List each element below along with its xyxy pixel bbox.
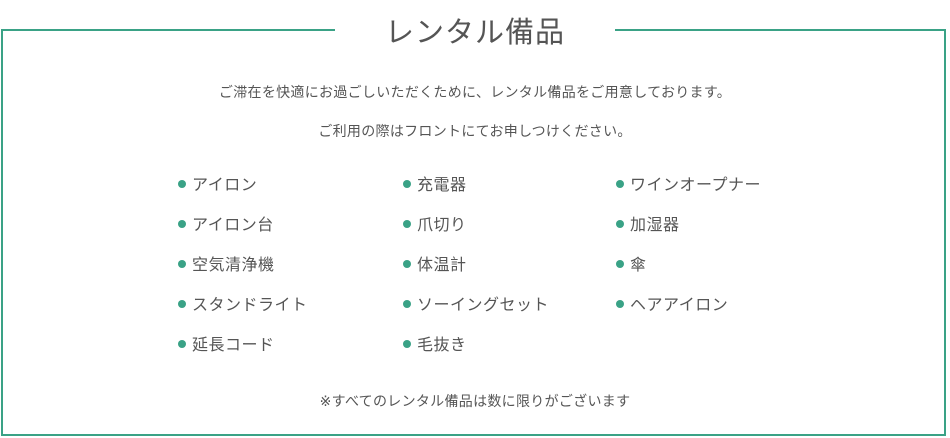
item-label: ヘアアイロン: [630, 295, 729, 314]
list-item: アイロン台: [178, 214, 308, 254]
intro-text-line-1: ご滞在を快適にお過ごしいただくために、レンタル備品をご用意しております。: [218, 85, 732, 101]
list-item: ソーイングセット: [403, 294, 549, 334]
availability-note: ※すべてのレンタル備品は数に限りがございます: [319, 394, 631, 410]
item-label: 毛抜き: [417, 335, 467, 354]
item-label: 傘: [630, 255, 647, 274]
item-label: 加湿器: [630, 215, 680, 234]
item-label: 体温計: [417, 255, 467, 274]
bullet-icon: [178, 260, 186, 268]
list-item: 爪切り: [403, 214, 549, 254]
list-item: 延長コード: [178, 334, 308, 374]
item-label: ワインオープナー: [630, 175, 762, 194]
item-label: スタンドライト: [192, 295, 308, 314]
bullet-icon: [178, 300, 186, 308]
bullet-icon: [403, 260, 411, 268]
item-label: アイロン台: [192, 215, 274, 234]
bullet-icon: [616, 180, 624, 188]
list-item: 傘: [616, 254, 761, 294]
bullet-icon: [403, 340, 411, 348]
rental-items-list: アイロン アイロン台 空気清浄機 スタンドライト 延長コード 充電器 爪切り 体…: [0, 174, 950, 374]
list-item: 毛抜き: [403, 334, 549, 374]
list-item: 空気清浄機: [178, 254, 308, 294]
item-label: 延長コード: [192, 335, 275, 354]
items-column-1: アイロン アイロン台 空気清浄機 スタンドライト 延長コード: [178, 174, 308, 374]
bullet-icon: [616, 220, 624, 228]
bullet-icon: [616, 260, 624, 268]
page-title: レンタル備品: [384, 15, 565, 49]
bullet-icon: [403, 180, 411, 188]
list-item: 充電器: [403, 174, 549, 214]
intro-text-line-2: ご利用の際はフロントにてお申しつけください。: [318, 124, 632, 140]
list-item: ヘアアイロン: [616, 294, 761, 334]
bullet-icon: [616, 300, 624, 308]
item-label: 充電器: [417, 175, 467, 194]
bullet-icon: [178, 340, 186, 348]
item-label: アイロン: [192, 175, 258, 194]
items-column-2: 充電器 爪切り 体温計 ソーイングセット 毛抜き: [403, 174, 549, 374]
item-label: 空気清浄機: [192, 255, 275, 274]
list-item: アイロン: [178, 174, 308, 214]
item-label: ソーイングセット: [417, 295, 550, 314]
list-item: 体温計: [403, 254, 549, 294]
list-item: 加湿器: [616, 214, 761, 254]
item-label: 爪切り: [417, 215, 467, 234]
title-container: レンタル備品: [335, 10, 615, 50]
bullet-icon: [178, 220, 186, 228]
bullet-icon: [178, 180, 186, 188]
bullet-icon: [403, 220, 411, 228]
bullet-icon: [403, 300, 411, 308]
list-item: スタンドライト: [178, 294, 308, 334]
items-column-3: ワインオープナー 加湿器 傘 ヘアアイロン: [616, 174, 761, 334]
list-item: ワインオープナー: [616, 174, 761, 214]
